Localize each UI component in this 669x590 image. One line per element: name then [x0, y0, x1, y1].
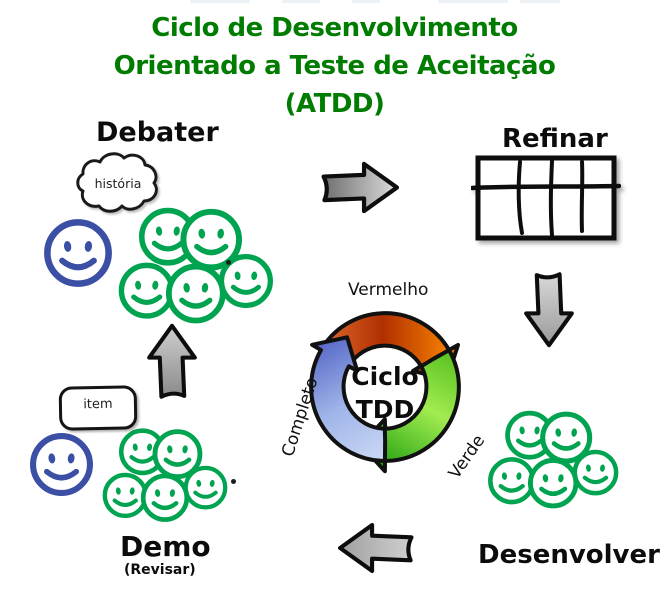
stage-label-demo: Demo: [120, 530, 211, 563]
story-table-icon: [471, 155, 621, 241]
item-card: item: [58, 385, 138, 431]
tdd-cycle-arrows-icon: [309, 311, 461, 474]
ink-dot: [231, 479, 236, 484]
cropped-text-artifact: [352, 0, 380, 3]
team-smileys-demo-icon: [98, 419, 246, 536]
stage-label-debater: Debater: [96, 117, 219, 148]
cropped-text-artifact: [190, 0, 250, 3]
title-line-2: Orientado a Teste de Aceitação: [113, 51, 556, 81]
cropped-text-artifact: [520, 0, 560, 3]
arrow-left-icon: [336, 519, 418, 577]
team-smileys-desenvolver-icon: [483, 401, 638, 523]
cropped-text-artifact: [282, 0, 320, 3]
blue-smiley-icon: [43, 218, 113, 288]
page-title: Ciclo de Desenvolvimento Orientado a Tes…: [0, 9, 669, 123]
blue-smiley-icon: [29, 432, 94, 497]
tdd-cycle-title-line1: Ciclo: [351, 362, 419, 391]
team-smileys-debater-icon: [113, 196, 296, 341]
stage-label-desenvolver: Desenvolver: [478, 540, 660, 570]
title-line-1: Ciclo de Desenvolvimento: [151, 13, 518, 43]
tdd-cycle-title: Ciclo TDD: [335, 360, 435, 426]
arrow-right-icon: [316, 158, 402, 217]
tdd-arrow-blue: [309, 335, 388, 463]
tdd-cycle-title-line2: TDD: [355, 395, 415, 424]
ink-dot: [226, 260, 231, 265]
demo-annotation: item: [83, 396, 113, 413]
thought-cloud-icon: [76, 152, 158, 213]
tdd-step-vermelho: Vermelho: [348, 280, 429, 300]
debater-annotation: história: [94, 176, 142, 191]
stage-label-refinar: Refinar: [502, 124, 608, 154]
cropped-text-artifact: [438, 0, 508, 3]
stage-sublabel-revisar: (Revisar): [124, 562, 196, 578]
title-line-3: (ATDD): [284, 89, 385, 119]
arrow-down-icon: [521, 267, 578, 351]
